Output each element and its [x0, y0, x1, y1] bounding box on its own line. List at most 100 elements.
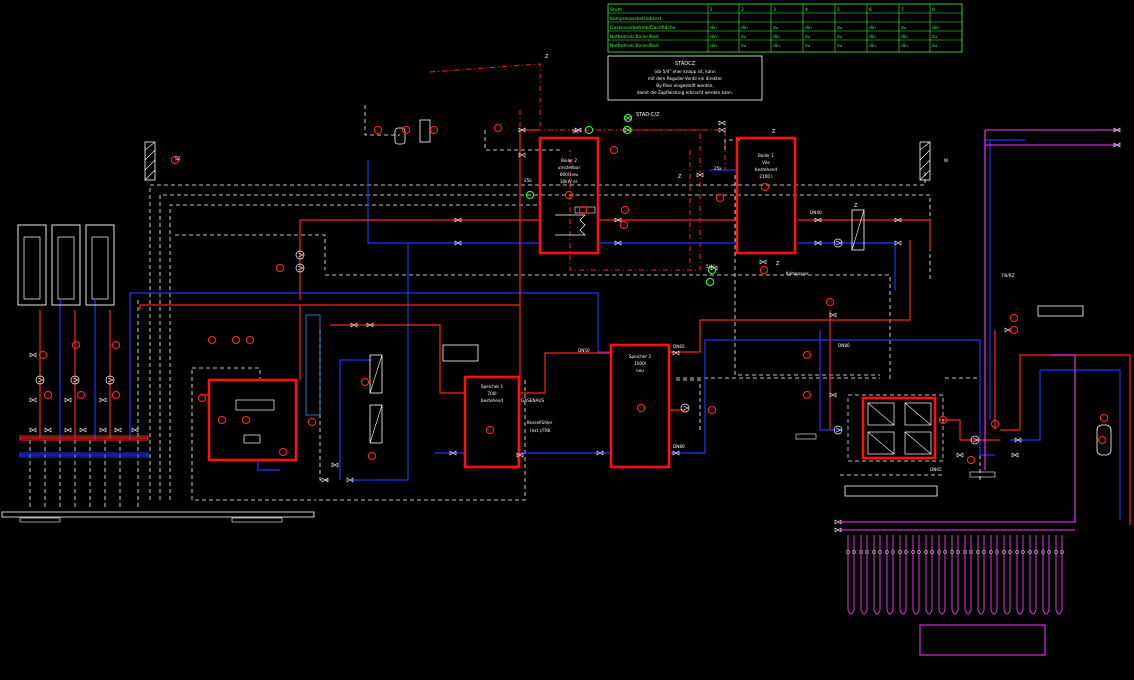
tag-marker-red: [485, 425, 495, 435]
tag-marker-red: [245, 335, 255, 345]
tag-marker-red: [578, 205, 588, 215]
table-cell: 2: [741, 7, 744, 13]
tag-marker-red: [1009, 325, 1019, 335]
valve-icon: [366, 322, 374, 328]
valve-icon: [718, 120, 726, 126]
loop-valve: [878, 550, 882, 554]
loop-valve: [1060, 550, 1064, 554]
valve-icon: [1113, 127, 1121, 133]
label-z-4: Z: [776, 261, 780, 267]
loop-valve: [976, 550, 980, 554]
boiler-2: Boiler 2 umstellbar 800l neu 10kW el.: [538, 136, 600, 255]
loop-valve: [904, 550, 908, 554]
valve-icon: [759, 259, 767, 265]
tag-marker-red: [38, 350, 48, 360]
tag-marker-red: [373, 125, 383, 135]
loop-valve: [859, 550, 863, 554]
pump-icon: [833, 425, 843, 435]
tag-marker-red: [71, 340, 81, 350]
tag-marker-red: [43, 390, 53, 400]
floor-loop: [1029, 535, 1037, 615]
valve-icon: [99, 397, 107, 403]
speicher1-line-3: bestehend: [481, 398, 504, 403]
label-sz: SZ: [175, 156, 181, 161]
valve-icon: [1014, 437, 1022, 443]
label-kesselfuhler: Kesselfühler: [527, 420, 553, 425]
tag-marker-red: [802, 390, 812, 400]
boiler1-line-1: Boiler 1: [758, 153, 774, 158]
valve-icon: [454, 217, 462, 223]
valve-icon: [99, 427, 107, 433]
label-w: W: [944, 158, 948, 163]
loop-valve: [937, 550, 941, 554]
table-cell: Notbetrieb Boiler/Bad: [610, 43, 659, 49]
tag-marker-red: [111, 340, 121, 350]
tag-marker-green: [705, 277, 715, 287]
loop-valve: [1002, 550, 1006, 554]
tag-markers: [38, 113, 1109, 465]
valve-icon: [131, 427, 139, 433]
table-cell: 3: [773, 7, 776, 13]
label-z-2: Z: [678, 174, 682, 180]
loop-valve: [1008, 550, 1012, 554]
tag-marker-red: [493, 123, 503, 133]
table-cell: din: [869, 34, 876, 40]
valve-icon: [829, 312, 837, 318]
loop-valve: [1034, 550, 1038, 554]
valve-icon: [516, 452, 524, 458]
table-cell: din: [805, 25, 812, 31]
tag-marker-red: [197, 393, 207, 403]
heat-pump-unit: [847, 394, 944, 462]
valve-icon: [834, 527, 842, 533]
valve-icon: [696, 172, 704, 178]
floor-loop: [951, 535, 959, 615]
pump-icon: [70, 375, 80, 385]
table-cell: zu: [837, 35, 842, 40]
boiler2-line-4: 10kW el.: [560, 179, 578, 184]
loop-valve: [995, 550, 999, 554]
valve-icon: [672, 350, 680, 356]
tag-marker-red: [367, 451, 377, 461]
pump-icon: [35, 375, 45, 385]
label-dn-54b: 5/4": [706, 264, 715, 269]
loop-valve: [898, 550, 902, 554]
loop-valve: [1015, 550, 1019, 554]
tag-marker-red: [111, 390, 121, 400]
table-cell: din: [901, 34, 908, 40]
valves: [29, 115, 1121, 533]
table-cell: din: [710, 25, 717, 31]
tag-marker-red: [1097, 435, 1107, 445]
tag-marker-red: [564, 190, 574, 200]
tag-marker-red: [620, 205, 630, 215]
valve-icon: [321, 477, 329, 483]
valve-icon: [614, 240, 622, 246]
note-line-1: (da 5/4" eher knapp ist, kann: [654, 69, 716, 74]
loop-valve: [943, 550, 947, 554]
label-stadcz: STAD-C/Z: [636, 112, 660, 118]
boiler1-line-2: Vile: [762, 160, 770, 165]
loop-valve: [865, 550, 869, 554]
tag-marker-red: [802, 350, 812, 360]
floor-loop: [990, 535, 998, 615]
table-cell: din: [710, 34, 717, 40]
pump-icon: [295, 263, 305, 273]
valve-icon: [718, 127, 726, 133]
loop-valve: [963, 550, 967, 554]
floor-loop: [847, 535, 855, 615]
tag-marker-red: [231, 335, 241, 345]
loop-valve: [852, 550, 856, 554]
valve-icon: [29, 352, 37, 358]
tag-marker-green: [623, 113, 633, 123]
label-z-top: Z: [545, 54, 549, 60]
table-cell: zu: [741, 35, 746, 40]
table-cell: 8: [932, 7, 935, 13]
valve-icon: [814, 217, 822, 223]
label-dn80b: DN80: [838, 343, 850, 348]
floor-loop: [899, 535, 907, 615]
tag-marker-green: [622, 125, 632, 135]
tag-marker-red: [275, 263, 285, 273]
valve-icon: [64, 427, 72, 433]
speicher1-line-2: 700l: [487, 391, 496, 396]
tag-marker-red: [825, 297, 835, 307]
